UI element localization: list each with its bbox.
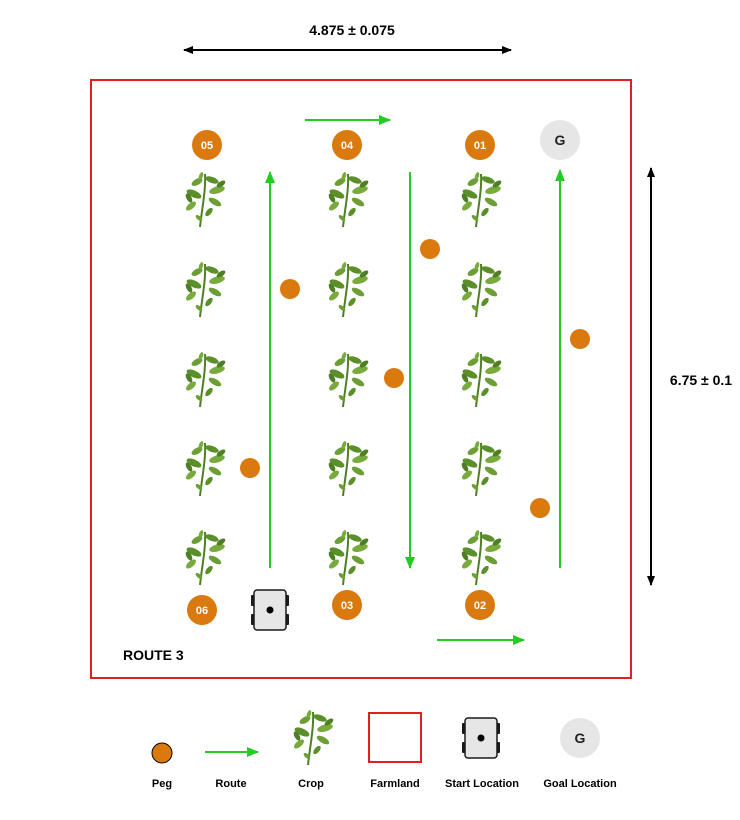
legend-route-label: Route [215, 778, 246, 790]
crop-grid [183, 170, 504, 586]
crop [326, 350, 371, 408]
legend-farmland-icon [368, 712, 422, 763]
numbered-peg: 02 [465, 590, 495, 620]
legend: Peg Route Crop Farmland Start Location G… [151, 708, 617, 790]
peg [280, 279, 300, 299]
route-label: ROUTE 3 [123, 647, 184, 663]
start-robot-icon [250, 589, 290, 631]
numbered-peg: 01 [465, 130, 495, 160]
legend-peg-icon [151, 742, 173, 764]
numbered-peg: 03 [332, 590, 362, 620]
peg [384, 368, 404, 388]
crop [459, 350, 504, 408]
crop [183, 260, 228, 318]
crop [459, 439, 504, 497]
crop [183, 439, 228, 497]
peg [570, 329, 590, 349]
peg [420, 239, 440, 259]
width-dimension-label: 4.875 ± 0.075 [309, 22, 395, 38]
legend-goal-symbol: G [575, 730, 586, 746]
crop [326, 528, 371, 586]
legend-start-label: Start Location [445, 778, 519, 790]
peg [240, 458, 260, 478]
peg-number: 06 [196, 605, 208, 617]
numbered-peg: 06 [187, 595, 217, 625]
numbered-peg: 04 [332, 130, 362, 160]
field-pegs [240, 239, 590, 518]
crop [459, 528, 504, 586]
legend-peg-label: Peg [152, 778, 172, 790]
peg-number: 01 [474, 140, 486, 152]
crop [326, 170, 371, 228]
farmland-boundary [90, 79, 632, 679]
legend-goal-label: Goal Location [543, 778, 617, 790]
peg-number: 02 [474, 600, 486, 612]
crop [183, 170, 228, 228]
crop [459, 260, 504, 318]
peg [530, 498, 550, 518]
crop [326, 439, 371, 497]
height-dimension-label: 6.75 ± 0.1 [670, 372, 732, 388]
route [265, 115, 565, 645]
legend-farmland-label: Farmland [370, 778, 420, 790]
numbered-pegs: 05 04 01 06 03 02 [187, 130, 495, 625]
legend-crop-icon [291, 708, 336, 766]
legend-start-icon [461, 717, 501, 759]
goal-label: G [555, 132, 566, 148]
crop [183, 350, 228, 408]
peg-number: 05 [201, 140, 213, 152]
legend-goal-icon [560, 718, 600, 758]
legend-crop-label: Crop [298, 778, 324, 790]
peg-number: 04 [341, 140, 354, 152]
crop [459, 170, 504, 228]
peg-number: 03 [341, 600, 353, 612]
crop [183, 528, 228, 586]
numbered-peg: 05 [192, 130, 222, 160]
goal-location: G [540, 120, 580, 160]
crop [326, 260, 371, 318]
